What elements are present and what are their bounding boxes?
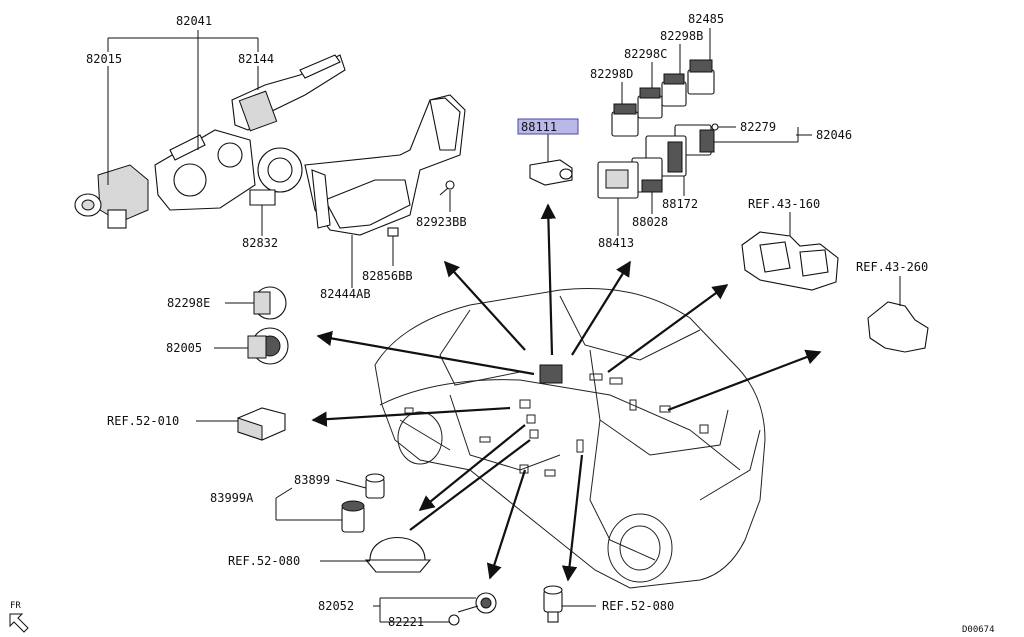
label-88028[interactable]: 88028 (632, 215, 668, 229)
label-ref52-080-dome[interactable]: REF.52-080 (228, 554, 300, 568)
arrow-to-switch-cluster (571, 260, 631, 356)
label-82298D[interactable]: 82298D (590, 67, 633, 81)
left-side-parts (237, 286, 563, 626)
label-82046[interactable]: 82046 (816, 128, 852, 142)
label-88413[interactable]: 88413 (598, 236, 634, 250)
arrow-to-ref43160 (607, 284, 729, 373)
label-82832[interactable]: 82832 (242, 236, 278, 250)
arrow-to-ref52080b (561, 454, 584, 582)
arrow-to-ref52080a-line (409, 439, 531, 531)
label-82052[interactable]: 82052 (318, 599, 354, 613)
arrow-to-88111 (540, 203, 557, 356)
label-82444AB[interactable]: 82444AB (320, 287, 371, 301)
label-82856BB[interactable]: 82856BB (362, 269, 413, 283)
callout-arrows (311, 203, 822, 582)
label-83999A[interactable]: 83999A (210, 491, 254, 505)
arrow-to-ref43260 (667, 349, 822, 412)
label-ref43-260[interactable]: REF.43-260 (856, 260, 928, 274)
label-88172[interactable]: 88172 (662, 197, 698, 211)
arrow-to-ref52010 (311, 406, 511, 427)
part-labels: 82041 82015 82144 82832 82923BB 82856BB … (86, 12, 928, 629)
label-82015[interactable]: 82015 (86, 52, 122, 66)
label-ref43-160[interactable]: REF.43-160 (748, 197, 820, 211)
column-switch-assembly (74, 54, 466, 246)
label-82485[interactable]: 82485 (688, 12, 724, 26)
switch-88111 (529, 159, 573, 186)
label-82923BB[interactable]: 82923BB (416, 215, 467, 229)
switch-cluster (597, 59, 719, 199)
label-88111[interactable]: 88111 (521, 120, 557, 134)
label-82298E[interactable]: 82298E (167, 296, 210, 310)
arrow-to-82052 (486, 469, 527, 580)
label-82005[interactable]: 82005 (166, 341, 202, 355)
vehicle-outline (374, 288, 766, 589)
front-arrow-icon (9, 613, 29, 633)
label-ref52-010[interactable]: REF.52-010 (107, 414, 179, 428)
arrow-to-83899 (418, 424, 526, 511)
front-indicator: FR (9, 601, 29, 633)
label-82279[interactable]: 82279 (740, 120, 776, 134)
label-82144[interactable]: 82144 (238, 52, 274, 66)
highlight-88111 (517, 118, 579, 135)
label-83899[interactable]: 83899 (294, 473, 330, 487)
diagram-code: D00674 (962, 625, 995, 635)
label-82298C[interactable]: 82298C (624, 47, 667, 61)
label-82298B[interactable]: 82298B (660, 29, 703, 43)
leader-lines (107, 28, 901, 623)
label-82221[interactable]: 82221 (388, 615, 424, 629)
label-ref52-080-bulb[interactable]: REF.52-080 (602, 599, 674, 613)
ref43-parts (741, 231, 929, 353)
fr-label: FR (10, 601, 21, 611)
label-82041[interactable]: 82041 (176, 14, 212, 28)
arrow-to-82005 (316, 330, 535, 376)
arrow-to-column-switch (443, 260, 526, 351)
